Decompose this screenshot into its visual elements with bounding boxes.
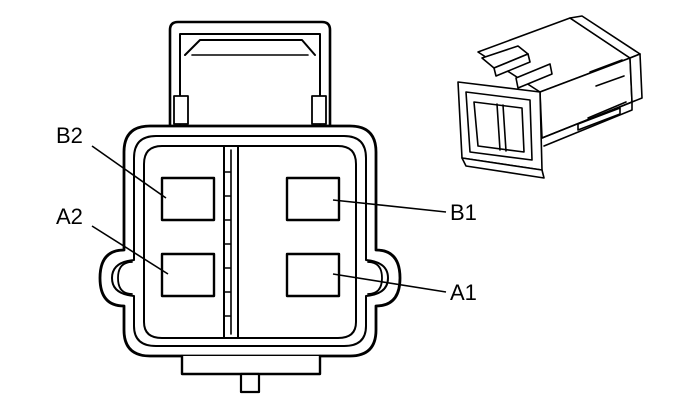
connector-isometric-view xyxy=(457,15,643,179)
cavity-frame xyxy=(143,145,357,339)
right-ear-hole xyxy=(367,261,383,295)
bottom-base xyxy=(180,354,322,376)
leader-line-b1 xyxy=(332,199,447,213)
leader-line-a1 xyxy=(332,273,447,293)
terminal-cavity-b1 xyxy=(285,176,341,222)
pin-label-b2: B2 xyxy=(56,123,83,148)
terminal-cavity-b2 xyxy=(160,176,216,222)
center-divider xyxy=(223,145,239,339)
pin-label-b1: B1 xyxy=(450,200,477,225)
leader-line-b2 xyxy=(91,145,167,199)
leader-line-a2 xyxy=(91,225,169,275)
pin-label-a2: A2 xyxy=(56,204,83,229)
connector-housing xyxy=(98,124,402,358)
locking-latch xyxy=(168,20,332,134)
connector-face-view xyxy=(98,20,402,394)
left-ear-hole xyxy=(117,261,133,295)
bottom-post xyxy=(239,372,261,394)
pin-label-a1: A1 xyxy=(450,280,477,305)
terminal-cavity-a2 xyxy=(160,252,216,298)
connector-housing-inner xyxy=(111,135,389,347)
